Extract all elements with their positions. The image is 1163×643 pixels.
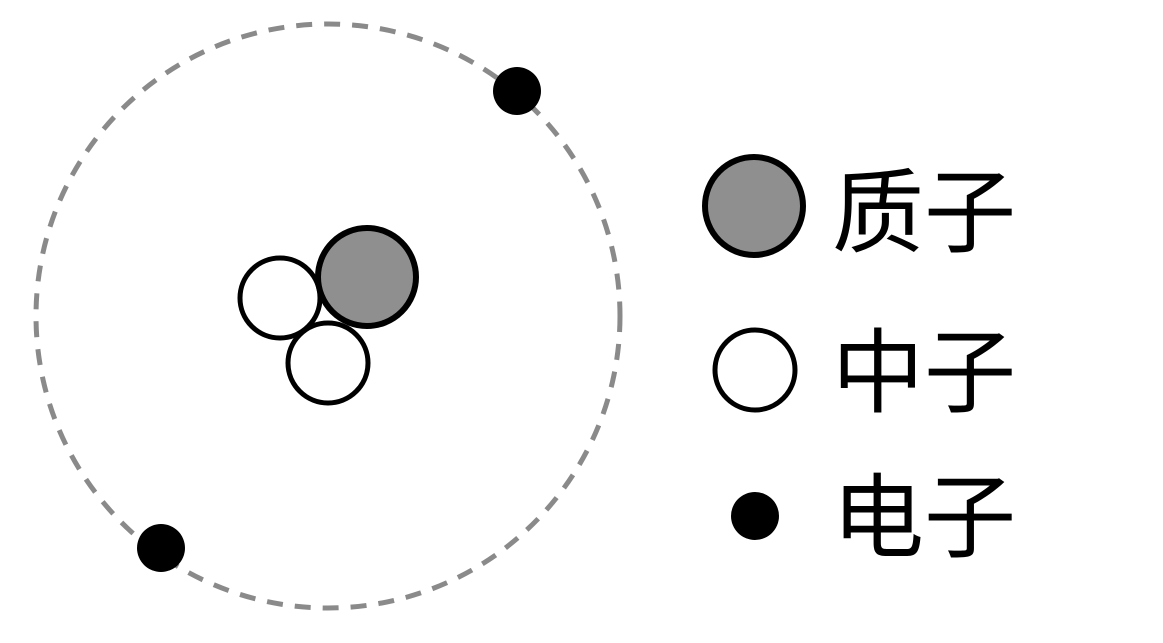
legend-proton-label: 质子 [832,160,1016,267]
proton [315,225,419,329]
electron-bottom-left [137,524,185,572]
legend-proton-symbol [702,154,806,258]
legend-neutron-label: 中子 [832,320,1016,427]
legend-neutron-symbol [712,327,798,413]
nucleus [237,225,419,406]
legend: 质子 中子 电子 [702,154,1016,572]
legend-electron-label: 电子 [832,465,1016,572]
electron-top-right [493,67,541,115]
legend-electron-symbol [731,492,779,540]
electron-orbit [33,21,623,611]
neutron-bottom [285,320,371,406]
